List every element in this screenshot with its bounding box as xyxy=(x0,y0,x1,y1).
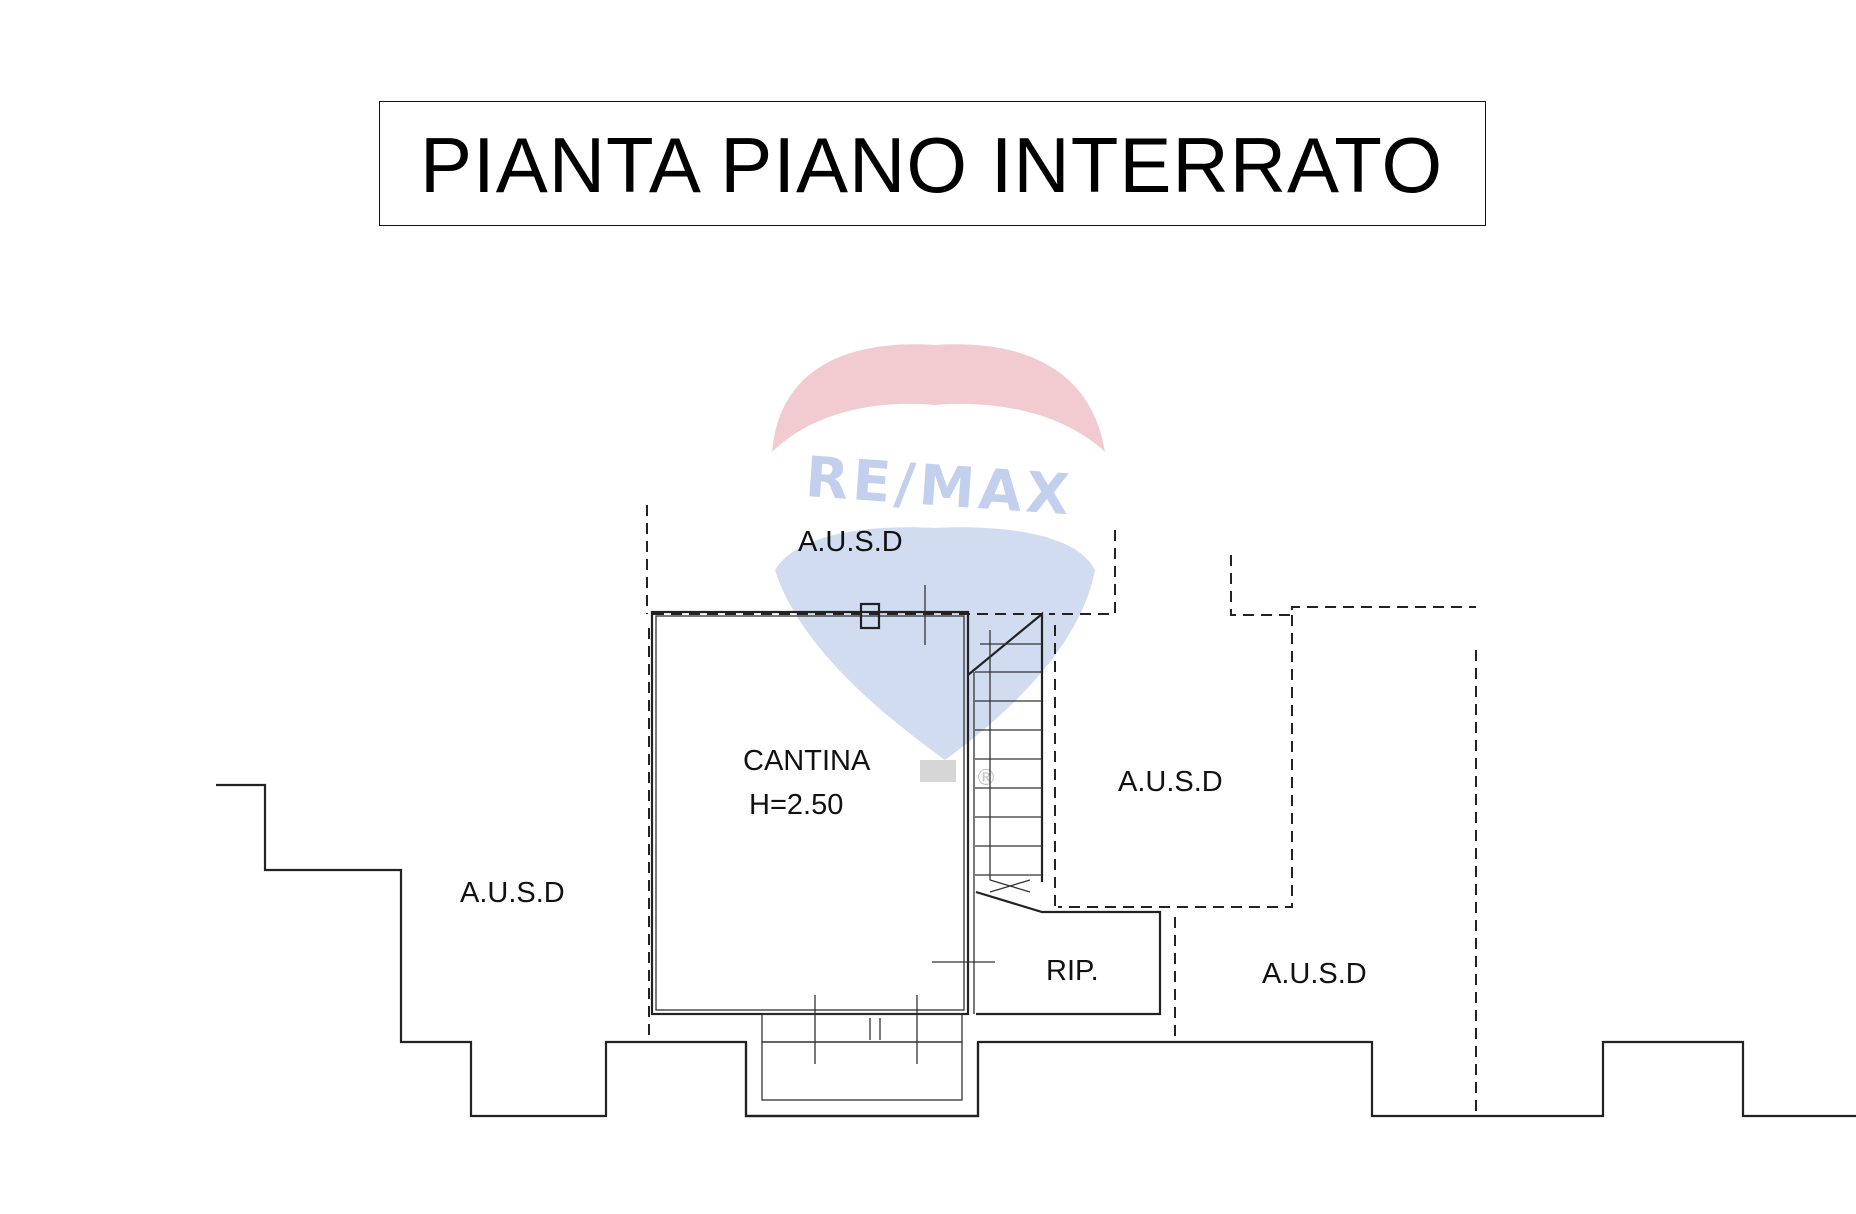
remax-logo-text: RE/MAX xyxy=(803,445,1075,529)
registered-mark: ® xyxy=(975,766,997,791)
title-box: PIANTA PIANO INTERRATO xyxy=(379,101,1486,226)
label-ausd-bottom-right: A.U.S.D xyxy=(1262,958,1367,990)
label-ausd-left: A.U.S.D xyxy=(460,877,565,909)
chimney-box xyxy=(859,602,881,630)
staircase xyxy=(967,611,1044,1014)
cantina-inner xyxy=(655,615,965,1011)
label-rip: RIP. xyxy=(1046,955,1099,987)
ausd-right-vertical xyxy=(1058,615,1293,908)
balloon-basket xyxy=(920,760,956,782)
rip-walls xyxy=(975,890,1162,1016)
label-ausd-top: A.U.S.D xyxy=(798,526,903,558)
plan-title: PIANTA PIANO INTERRATO xyxy=(420,121,1444,209)
ground-profile-left xyxy=(216,783,1856,1118)
ausd-top-right-boundary xyxy=(1055,530,1116,615)
balloon-red-top xyxy=(772,344,1105,452)
ausd-right-boundary xyxy=(1230,555,1476,616)
light-well xyxy=(744,995,980,1118)
balloon-blue-bottom xyxy=(775,527,1095,760)
label-cantina: CANTINA xyxy=(743,745,871,777)
label-ausd-right: A.U.S.D xyxy=(1118,766,1223,798)
label-cantina-height: H=2.50 xyxy=(749,789,843,821)
